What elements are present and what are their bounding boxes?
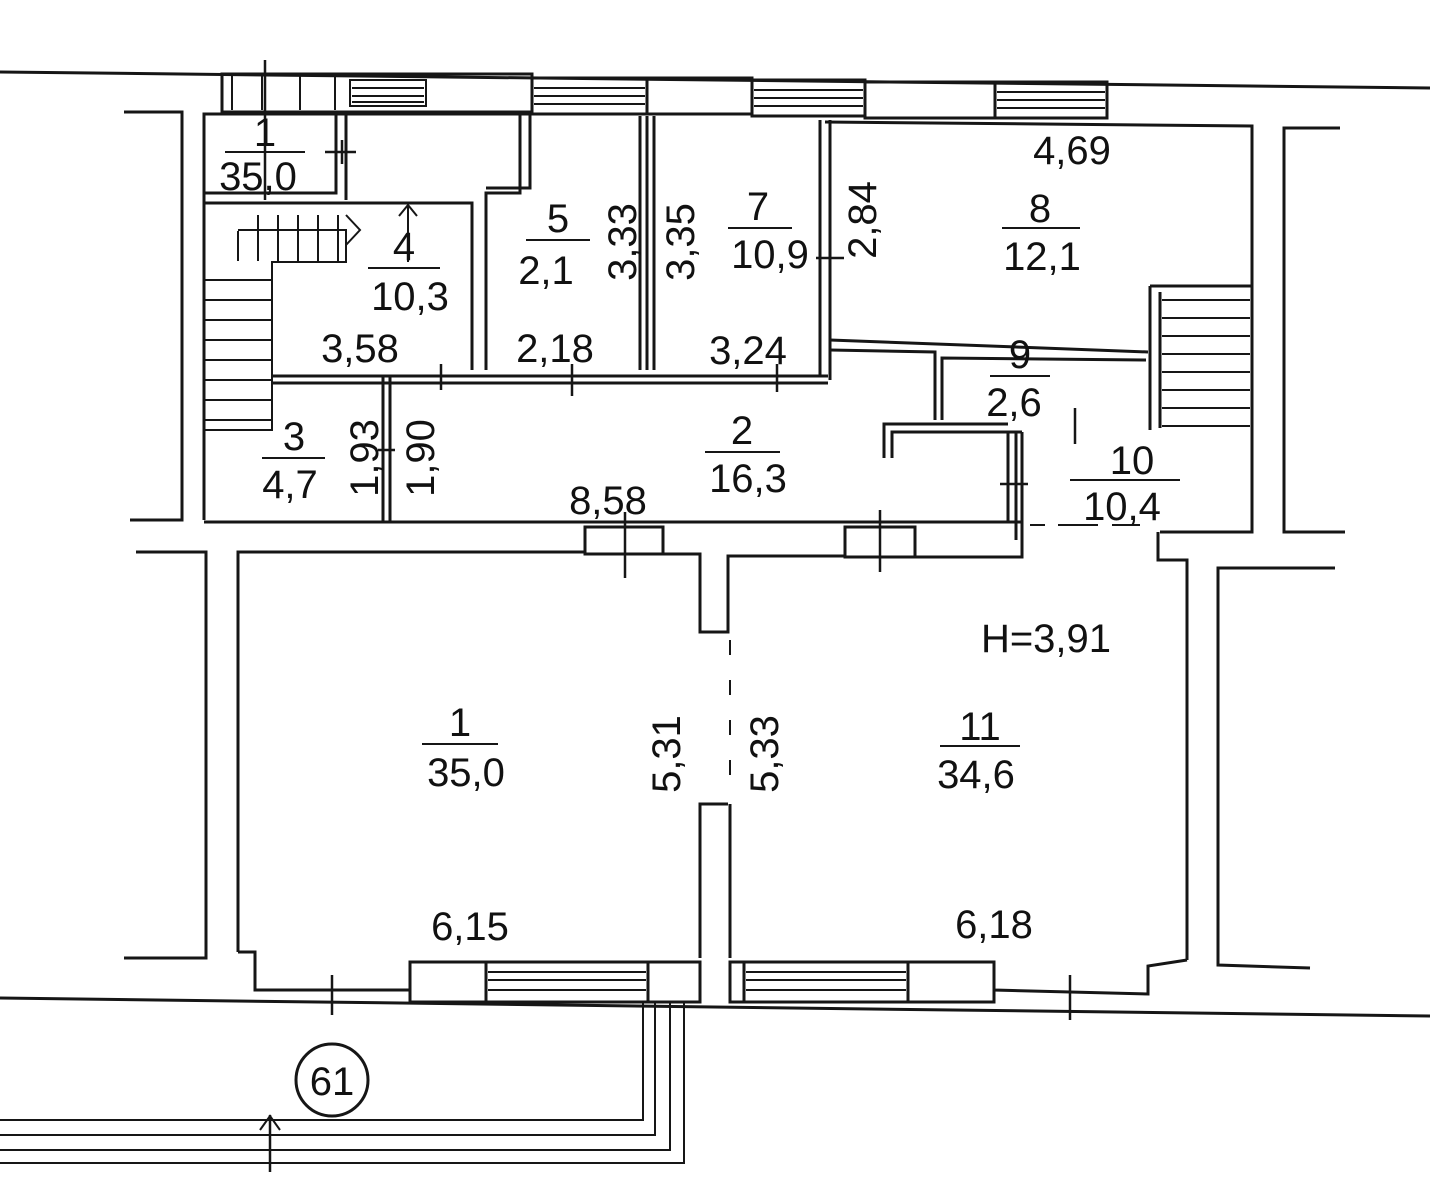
room-1-number: 1	[449, 701, 471, 745]
room-1-area: 35,0	[427, 751, 505, 795]
upper-block-walls	[202, 112, 1254, 534]
building-number: 61	[310, 1060, 355, 1104]
dim-3-58: 3,58	[321, 327, 399, 371]
dim-1-90: 1,90	[399, 419, 443, 497]
room-3-area: 4,7	[262, 463, 318, 507]
dimension-labels: 4,69 3,58 2,18 3,24 8,58 6,15 6,18 H=3,9…	[321, 129, 1111, 949]
top-windows	[220, 72, 1109, 120]
dim-3-35: 3,35	[659, 203, 703, 281]
middle-wall	[236, 510, 1189, 960]
dim-6-15: 6,15	[431, 905, 509, 949]
dim-5-33: 5,33	[743, 715, 787, 793]
room-7-walls	[652, 116, 844, 380]
room-11-number: 11	[959, 705, 1001, 749]
room-8-number: 8	[1029, 187, 1051, 231]
room-2-area: 16,3	[709, 457, 787, 501]
room-8-9-10-walls	[829, 284, 1252, 540]
dim-8-58: 8,58	[569, 479, 647, 523]
corridor-partitions	[272, 364, 828, 522]
room-9-area: 2,6	[986, 381, 1042, 425]
room-4-area: 10,3	[371, 275, 449, 319]
room-10-area: 10,4	[1083, 485, 1161, 529]
room-4-number: 4	[393, 225, 415, 269]
dim-2-84: 2,84	[841, 181, 885, 259]
room-5-walls	[204, 60, 356, 200]
room-labels: 1 35,0 4 10,3 5 2,1 7 10,9 8 12,1 9 2,6 …	[219, 111, 1180, 797]
room-3-number: 3	[283, 415, 305, 459]
room-8-area: 12,1	[1003, 235, 1081, 279]
facade-lines	[0, 70, 1430, 1018]
bottom-windows	[238, 950, 1188, 1020]
dim-1-93: 1,93	[343, 419, 387, 497]
room-7-number: 7	[747, 185, 769, 229]
room-5-number: 1	[254, 111, 276, 155]
staircase-left	[204, 201, 474, 431]
height-label: H=3,91	[981, 617, 1111, 661]
room-2-number: 2	[731, 409, 753, 453]
room-10-number: 10	[1110, 439, 1155, 483]
room-9-number: 9	[1009, 333, 1031, 377]
dim-5-31: 5,31	[645, 715, 689, 793]
dim-3-33: 3,33	[601, 203, 645, 281]
room-11-area: 34,6	[937, 753, 1015, 797]
room-6-walls	[484, 112, 649, 370]
room-6-number: 5	[547, 197, 569, 241]
dim-3-24: 3,24	[709, 329, 787, 373]
dim-6-18: 6,18	[955, 903, 1033, 947]
room-6-area: 2,1	[518, 249, 574, 293]
entrance-steps	[0, 1002, 685, 1172]
room-5-area: 35,0	[219, 155, 297, 199]
room-7-area: 10,9	[731, 233, 809, 277]
dim-2-18: 2,18	[516, 327, 594, 371]
dim-4-69: 4,69	[1033, 129, 1111, 173]
building-number-marker: 61	[294, 1042, 370, 1118]
neighbour-walls	[124, 110, 1345, 970]
